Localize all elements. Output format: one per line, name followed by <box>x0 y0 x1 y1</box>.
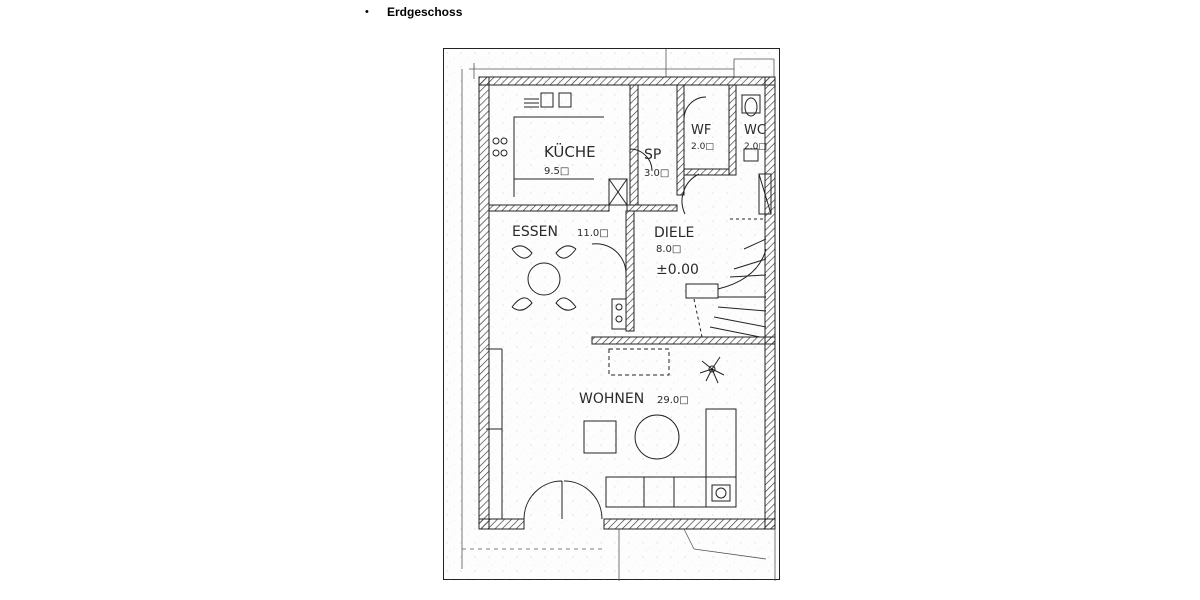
pantry-shelves <box>608 148 653 206</box>
room-area-wohnen: 29.0□ <box>657 395 689 406</box>
plant-icon <box>699 356 725 384</box>
dining-set <box>511 243 627 330</box>
section-heading: • Erdgeschoss <box>365 5 462 19</box>
living-furniture <box>486 348 737 520</box>
room-label-sp: SP <box>644 147 661 163</box>
room-label-essen: ESSEN <box>512 224 558 240</box>
top-outline <box>461 49 775 569</box>
room-level-diele: ±0.00 <box>656 262 699 278</box>
heading-erdgeschoss: Erdgeschoss <box>387 5 463 19</box>
staircase <box>685 218 767 338</box>
bathroom-fixtures <box>681 94 772 215</box>
room-label-wohnen: WOHNEN <box>579 391 644 407</box>
room-area-diele: 8.0□ <box>656 244 681 255</box>
room-label-wf: WF <box>691 123 711 138</box>
room-label-diele: DIELE <box>654 225 694 241</box>
kitchen-counters <box>492 92 604 197</box>
room-label-kueche: KÜCHE <box>544 142 596 161</box>
outer-walls <box>478 76 776 530</box>
room-area-wf: 2.0□ <box>691 142 714 152</box>
bullet-marker: • <box>365 6 369 18</box>
floor-plan-drawing: KÜCHE 9.5□ SP 3.0□ WF 2.0□ WC 2.0□ ESSEN… <box>444 49 781 581</box>
room-area-wc: 2.0□ <box>744 142 767 152</box>
room-area-kueche: 9.5□ <box>544 166 569 177</box>
floor-plan-image: KÜCHE 9.5□ SP 3.0□ WF 2.0□ WC 2.0□ ESSEN… <box>443 48 781 581</box>
room-area-essen: 11.0□ <box>577 228 609 239</box>
bottom-outline <box>462 528 776 581</box>
room-area-sp: 3.0□ <box>644 168 669 179</box>
room-label-wc: WC <box>744 123 766 138</box>
interior-walls <box>488 84 776 345</box>
